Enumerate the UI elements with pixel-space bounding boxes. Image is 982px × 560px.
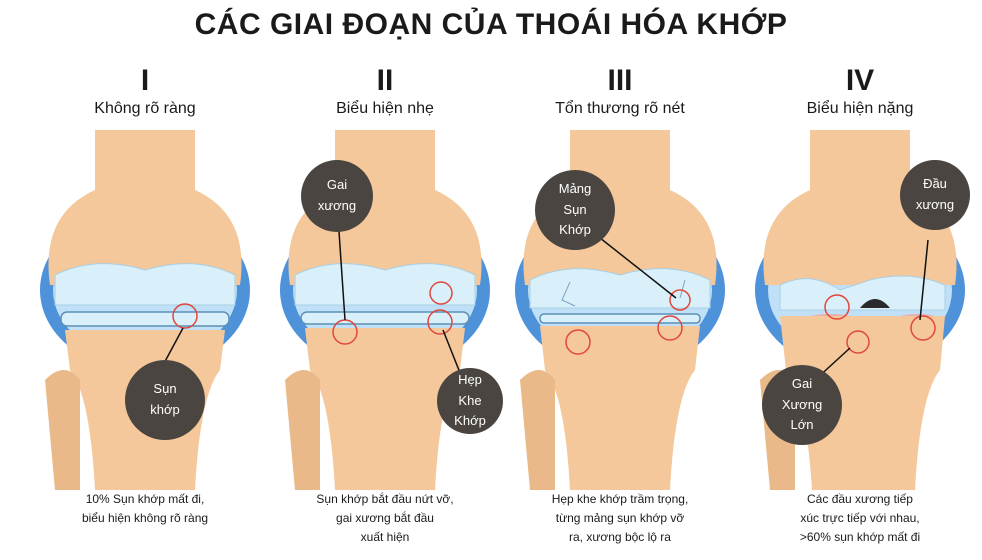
info-bubble: Gai Xương Lớn	[762, 365, 842, 445]
stage-numeral: II	[265, 64, 505, 98]
page-title: CÁC GIAI ĐOẠN CỦA THOÁI HÓA KHỚP	[0, 8, 982, 42]
stage-panel-3: III Tổn thương rõ nét Mảng Sụn Khớp Hẹp …	[500, 60, 740, 560]
stage-panel-4: IV Biểu hiện nặng Đầu xương Gai Xương Lớ…	[740, 60, 980, 560]
knee-joint-illustration	[500, 130, 740, 490]
stage-caption: Hẹp khe khớp trầm trọng, từng mảng sụn k…	[500, 490, 740, 547]
info-bubble: Gai xương	[301, 160, 373, 232]
info-bubble: Hẹp Khe Khớp	[437, 368, 503, 434]
stage-caption: 10% Sụn khớp mất đi, biểu hiện không rõ …	[25, 490, 265, 528]
info-bubble: Sụn khớp	[125, 360, 205, 440]
knee-joint-illustration	[25, 130, 265, 490]
knee-joint-illustration	[265, 130, 505, 490]
stage-caption: Sụn khớp bắt đầu nứt vỡ, gai xương bắt đ…	[265, 490, 505, 547]
info-bubble: Đầu xương	[900, 160, 970, 230]
stage-subtitle: Biểu hiện nhẹ	[265, 100, 505, 118]
stage-caption: Các đầu xương tiếp xúc trực tiếp với nha…	[740, 490, 980, 547]
stage-subtitle: Không rõ ràng	[25, 100, 265, 118]
stage-subtitle: Biểu hiện nặng	[740, 100, 980, 118]
stage-panel-1: I Không rõ ràng Sụn khớp 10% Sụn khớp mấ…	[25, 60, 265, 560]
stage-numeral: III	[500, 64, 740, 98]
info-bubble: Mảng Sụn Khớp	[535, 170, 615, 250]
stage-panel-2: II Biểu hiện nhẹ Gai xương Hẹp Khe Khớp …	[265, 60, 505, 560]
stage-subtitle: Tổn thương rõ nét	[500, 100, 740, 118]
stage-numeral: IV	[740, 64, 980, 98]
stage-numeral: I	[25, 64, 265, 98]
